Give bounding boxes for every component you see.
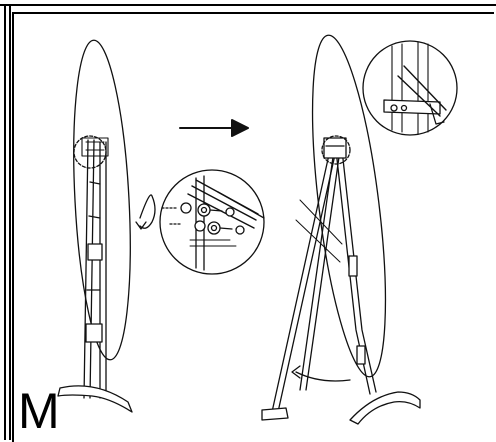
foot-base-left [57, 385, 133, 413]
mirror-folded-view [57, 39, 156, 413]
detail-circle-bolts [159, 169, 265, 275]
foot-left-right-figure [261, 407, 289, 421]
front-leg-right [299, 149, 341, 391]
front-leg-left [271, 149, 337, 413]
left-border-double [4, 6, 11, 440]
zoom-marker-right [321, 135, 351, 165]
unfold-arc [295, 371, 351, 382]
oval-mirror-left [73, 39, 131, 361]
stand-leg-right [99, 141, 107, 399]
clip-lower [85, 323, 103, 343]
step-letter: M [18, 383, 60, 439]
zoom-marker-left [73, 135, 107, 169]
top-border [0, 0, 496, 6]
hinge-bracket-left [81, 137, 109, 157]
back-leg [335, 149, 377, 395]
foot-base-right [349, 391, 421, 425]
detail-circle-hinge [362, 40, 458, 136]
hinge-head-right [323, 137, 347, 159]
rotate-arrow [139, 194, 156, 229]
crossbrace [295, 199, 343, 263]
transition-arrow [179, 119, 249, 137]
clip-upper [87, 243, 103, 261]
oval-mirror-right [311, 34, 387, 378]
mirror-standing-view [261, 34, 421, 425]
panel-border [12, 12, 494, 442]
